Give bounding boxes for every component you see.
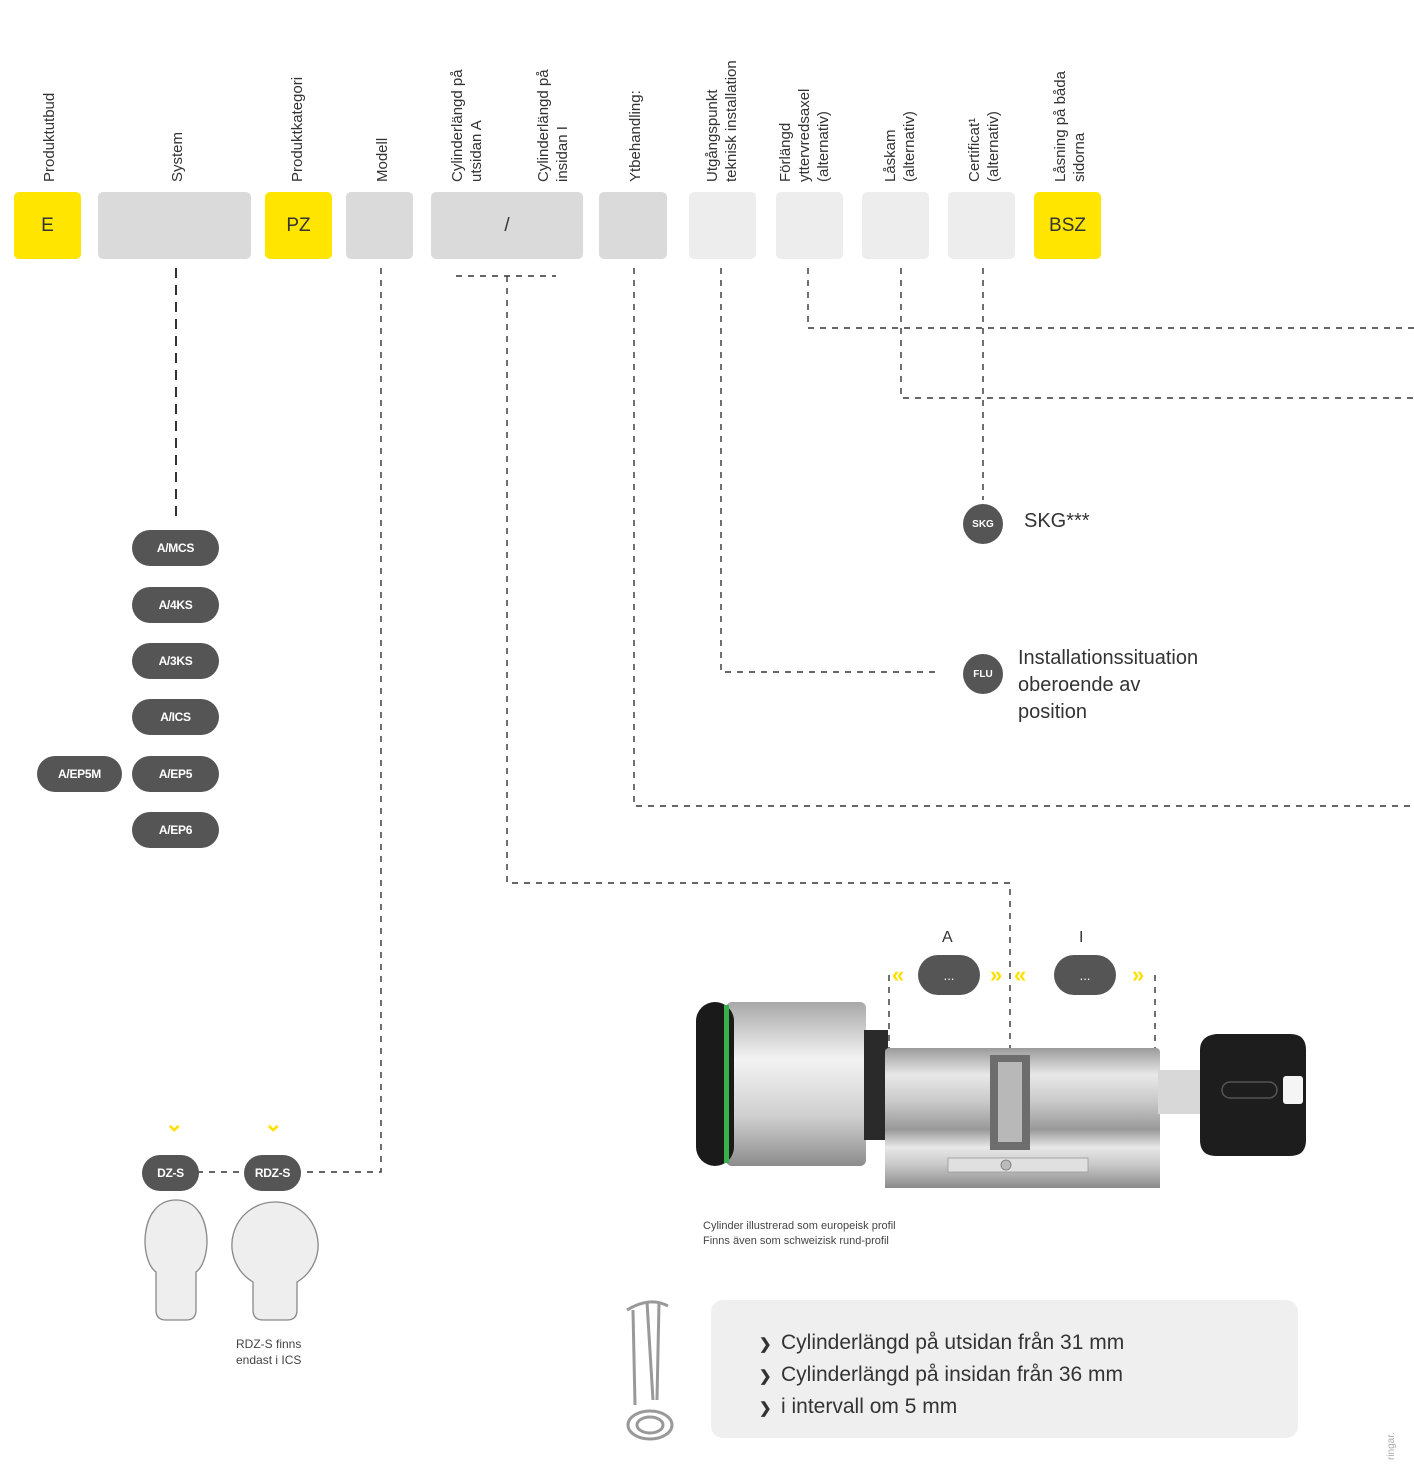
length-info-box: ❯Cylinderlängd på utsidan från 31 mm ❯Cy…: [711, 1300, 1298, 1438]
box-laskam: [862, 192, 929, 259]
box-lasning: BSZ: [1034, 192, 1101, 259]
chevron-down-icon: ⌄: [165, 1111, 184, 1136]
skg-label: SKG***: [1024, 510, 1090, 532]
system-option: A/3KS: [132, 643, 219, 679]
system-option: A/4KS: [132, 587, 219, 623]
box-ytbehandling: [599, 192, 667, 259]
model-note: RDZ-S finns endast i ICS: [236, 1337, 302, 1367]
system-option: A/EP6: [132, 812, 219, 848]
system-option: A/MCS: [132, 530, 219, 566]
cylinder-illustration: [696, 1002, 1306, 1188]
info-item: ❯Cylinderlängd på insidan från 36 mm: [759, 1360, 1124, 1392]
box-system: [98, 192, 251, 259]
model-rdz-s: RDZ-S: [244, 1155, 301, 1191]
margin-note: ringar.: [1386, 1432, 1397, 1460]
arrow-right-icon: ❯: [759, 1336, 772, 1353]
header-certificat: Certificat¹ (alternativ): [966, 111, 1002, 182]
box-produktkategori: PZ: [265, 192, 332, 259]
header-modell: Modell: [374, 137, 391, 182]
chevron-left-icon: «: [892, 962, 905, 987]
flu-label: Installationssituation oberoende av posi…: [1018, 647, 1199, 723]
info-item: ❯i intervall om 5 mm: [759, 1392, 1124, 1424]
profile-shapes: [144, 1199, 319, 1321]
flu-badge: FLU: [963, 654, 1003, 694]
chevron-right-icon: »: [990, 962, 1003, 987]
info-item: ❯Cylinderlängd på utsidan från 31 mm: [759, 1328, 1124, 1360]
box-produktutbud: E: [14, 192, 81, 259]
system-option: A/ICS: [132, 699, 219, 735]
cylinder-caption: Cylinder illustrerad som europeisk profi…: [703, 1220, 896, 1247]
header-produktutbud: Produktutbud: [41, 92, 58, 182]
model-dz-s: DZ-S: [142, 1155, 199, 1191]
arrow-right-icon: ❯: [759, 1368, 772, 1385]
header-produktkategori: Produktkategori: [289, 76, 306, 182]
header-system: System: [169, 131, 186, 182]
system-option-extra: A/EP5M: [37, 756, 122, 792]
box-certificat: [948, 192, 1015, 259]
header-cylinder-i: Cylinderlängd på insidan I: [535, 69, 571, 182]
box-forlangd: [776, 192, 843, 259]
header-laskam: Låskam (alternativ): [882, 111, 918, 182]
box-utgangspunkt: [689, 192, 756, 259]
skg-badge: SKG: [963, 504, 1003, 544]
dimension-a-value: ...: [918, 955, 980, 995]
header-cylinder-a: Cylinderlängd på utsidan A: [449, 69, 485, 182]
chevron-left-icon: «: [1014, 962, 1027, 987]
header-lasning: Låsning på båda sidorna: [1052, 71, 1088, 182]
dimension-a-label: A: [942, 929, 953, 946]
clip-illustration: [626, 1300, 674, 1441]
header-utgangspunkt: Utgångspunkt teknisk installation: [704, 60, 740, 182]
system-option: A/EP5: [132, 756, 219, 792]
header-forlangd: Förlängd yttervredsaxel (alternativ): [777, 88, 832, 182]
box-cylinder: /: [431, 192, 583, 259]
dimension-i-label: I: [1079, 929, 1084, 946]
chevron-right-icon: »: [1132, 962, 1145, 987]
arrow-right-icon: ❯: [759, 1400, 772, 1417]
box-modell: [346, 192, 413, 259]
chevron-down-icon: ⌄: [264, 1111, 283, 1136]
header-ytbehandling: Ytbehandling:: [627, 90, 644, 182]
dimension-i-value: ...: [1054, 955, 1116, 995]
